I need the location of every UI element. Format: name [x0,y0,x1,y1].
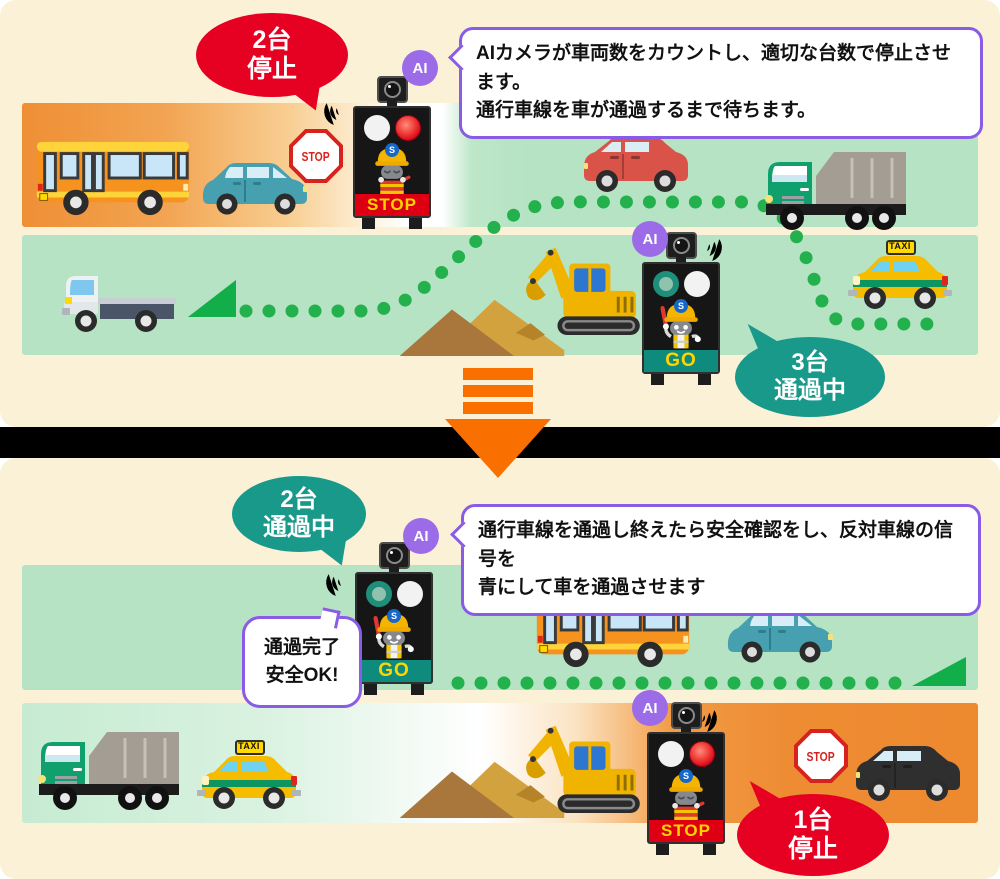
ai-camera-icon [665,232,697,259]
dump-truck [33,724,183,816]
signal-banner-stop: STOP [355,194,429,216]
signal-feet [353,218,431,229]
panel-step2: TAXI STOP S GO [0,458,1000,879]
robot-helmet-logo: S [679,769,693,783]
taxi-roof-sign: TAXI [238,741,260,751]
ai-signal-go: S GO [355,542,433,695]
stopped-count-badge: 2台 停止 [196,13,348,97]
stop-sign: STOP [794,729,848,783]
dump-truck [760,144,910,236]
signal-feet [647,844,725,855]
signal-banner-stop: STOP [649,820,723,842]
note-line: 通行車線を通過し終えたら安全確認をし、反対車線の信号を [478,520,954,570]
signal-light-green [365,581,392,607]
flow-arrow-head [445,419,551,478]
signal-feet [642,374,720,385]
ai-note-bubble: 通行車線を通過し終えたら安全確認をし、反対車線の信号を 青にして車を通過させます [450,504,981,616]
robot-helmet-logo: S [387,609,401,623]
signal-light-off [657,741,684,767]
badge-line: 停止 [787,835,838,863]
ai-camera-icon [670,702,702,729]
badge-line: 2台 [280,485,318,513]
callout-line: 通過完了 [263,637,340,659]
signal-light-red [688,741,715,767]
robot-helmet-logo: S [674,299,688,313]
ai-camera-icon [376,76,408,103]
robot-helmet-logo: S [385,143,399,157]
callout-line: 安全OK! [265,665,339,686]
ai-badge: AI [632,221,668,257]
badge-line: 通過中 [774,377,846,404]
signal-board: S STOP [647,732,725,844]
stop-sign: STOP [289,129,343,183]
signal-board: S GO [642,262,720,374]
signal-feet [355,684,433,695]
signal-light-off [363,115,390,141]
ai-badge: AI [403,518,439,554]
badge-line: 通過中 [263,514,335,541]
excavator [512,716,650,814]
taxi-roof-sign: TAXI [889,241,911,251]
badge-line: 停止 [246,55,297,83]
ai-note-bubble: AIカメラが車両数をカウントし、適切な台数で停止させます。 通行車線を車が通過す… [448,27,983,139]
signal-light-red [394,115,421,141]
passing-count-badge: 2台 通過中 [232,476,366,552]
signal-board: S STOP [353,106,431,218]
badge-line: 2台 [252,25,292,54]
passing-count-badge: 3台 通過中 [735,324,885,417]
passage-complete-bubble: 通過完了 安全OK! [242,607,362,708]
signal-light-off [396,581,423,607]
panel-step1: TAXI STOP S STOP AI [0,0,1000,427]
stopped-count-badge: 1台 停止 [737,781,889,876]
robot-guard-sleeping: S [659,768,713,820]
badge-line: 1台 [793,805,833,834]
excavator [512,238,650,336]
stop-sign-label: STOP [806,748,836,764]
ai-badge: AI [402,50,438,86]
stop-sign-label: STOP [301,148,331,164]
flatbed-truck [60,264,180,336]
robot-guard-sleeping: S [365,142,419,194]
signal-banner-go: GO [357,660,431,682]
ai-signal-stop: S STOP [647,702,725,855]
signal-banner-go: GO [644,350,718,372]
note-line: AIカメラが車両数をカウントし、適切な台数で停止させます。 [476,43,952,93]
robot-guard-waving: S [654,298,708,350]
flow-arrow-bar [463,402,533,414]
robot-guard-waving: S [367,608,421,660]
flow-arrow-bar [463,385,533,397]
badge-line: 3台 [791,348,829,376]
ai-camera-icon [378,542,410,569]
flow-arrow-bar [463,368,533,380]
signal-board: S GO [355,572,433,684]
black-car [849,742,967,808]
signal-light-green [652,271,679,297]
bus [34,136,192,218]
ai-badge: AI [632,690,668,726]
red-car [577,133,695,199]
signal-light-off [683,271,710,297]
taxi: TAXI [194,740,304,820]
ai-signal-stop: S STOP [353,76,431,229]
flow-arrow-down [445,368,551,478]
taxi: TAXI [845,240,955,320]
note-line: 通行車線を車が通過するまで待ちます。 [476,100,817,121]
note-line: 青にして車を通過させます [478,577,706,598]
